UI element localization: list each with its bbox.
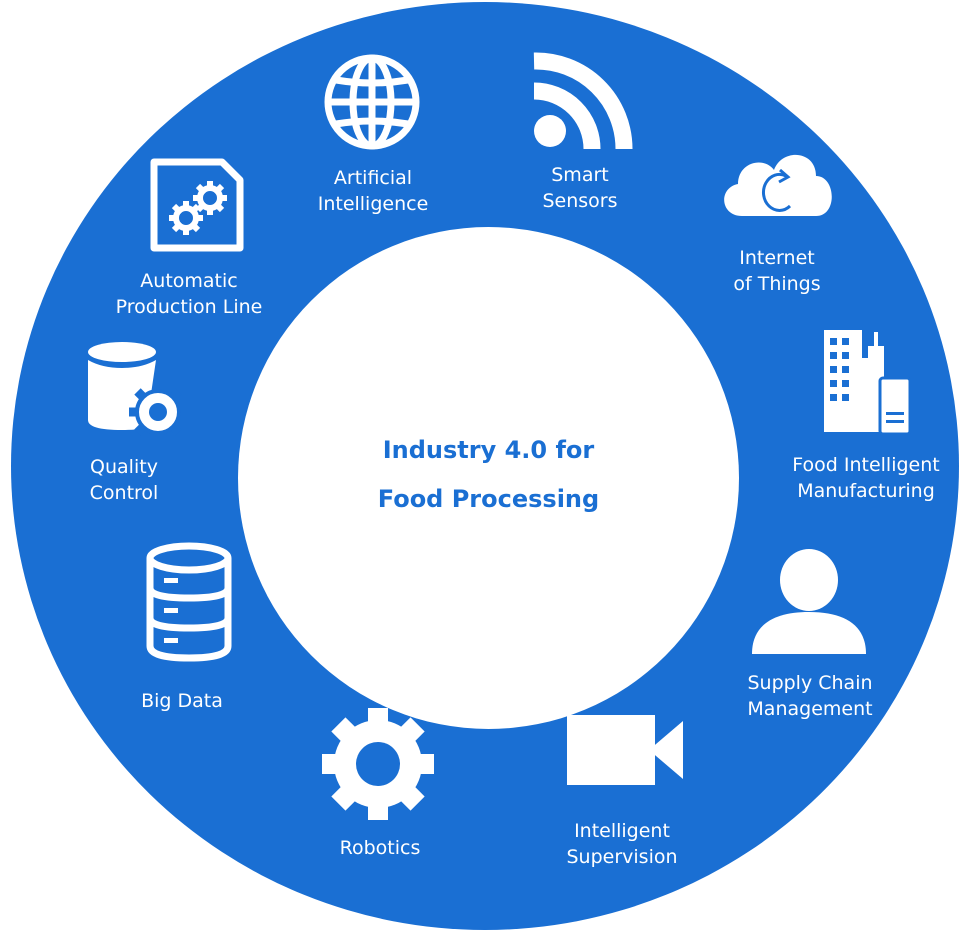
label-robotics: Robotics — [339, 837, 421, 859]
gear-tooth — [193, 215, 203, 221]
gear-icon — [322, 708, 434, 820]
gear-tooth — [171, 203, 184, 216]
center-hub — [238, 227, 739, 729]
gear-tooth — [397, 717, 425, 745]
rss-icon — [533, 52, 633, 150]
database-icon — [146, 542, 232, 662]
label-big-data: Big Data — [141, 690, 223, 712]
center-title-line-1: Industry 4.0 for — [382, 436, 595, 464]
gear-tooth — [183, 225, 189, 235]
center-title-line-2: Food Processing — [377, 485, 600, 513]
gear-tooth — [207, 181, 213, 191]
gear-tooth — [322, 754, 340, 774]
gear-tooth — [169, 215, 179, 221]
gear-tooth — [171, 220, 184, 233]
gear-tooth — [212, 183, 225, 196]
gear-tooth — [368, 708, 388, 726]
gear-tooth — [183, 201, 189, 211]
buildings-icon — [824, 330, 912, 436]
user-icon — [752, 549, 866, 654]
gear-tooth — [195, 183, 208, 196]
gear-tooth — [331, 783, 359, 811]
cloud-sync-icon — [724, 154, 832, 216]
gear-tooth — [397, 783, 425, 811]
gear-tooth — [212, 200, 225, 213]
gear-tooth — [416, 754, 434, 774]
document-gears-icon — [150, 158, 244, 252]
gear-tooth — [331, 717, 359, 745]
database-gear-icon — [88, 342, 187, 441]
gear-tooth — [368, 802, 388, 820]
globe-icon — [324, 54, 420, 150]
video-camera-icon — [567, 715, 683, 785]
gear-tooth — [195, 200, 208, 213]
gear-tooth — [193, 195, 203, 201]
gear-tooth — [188, 220, 201, 233]
gear-tooth — [207, 205, 213, 215]
gear-tooth — [217, 195, 227, 201]
